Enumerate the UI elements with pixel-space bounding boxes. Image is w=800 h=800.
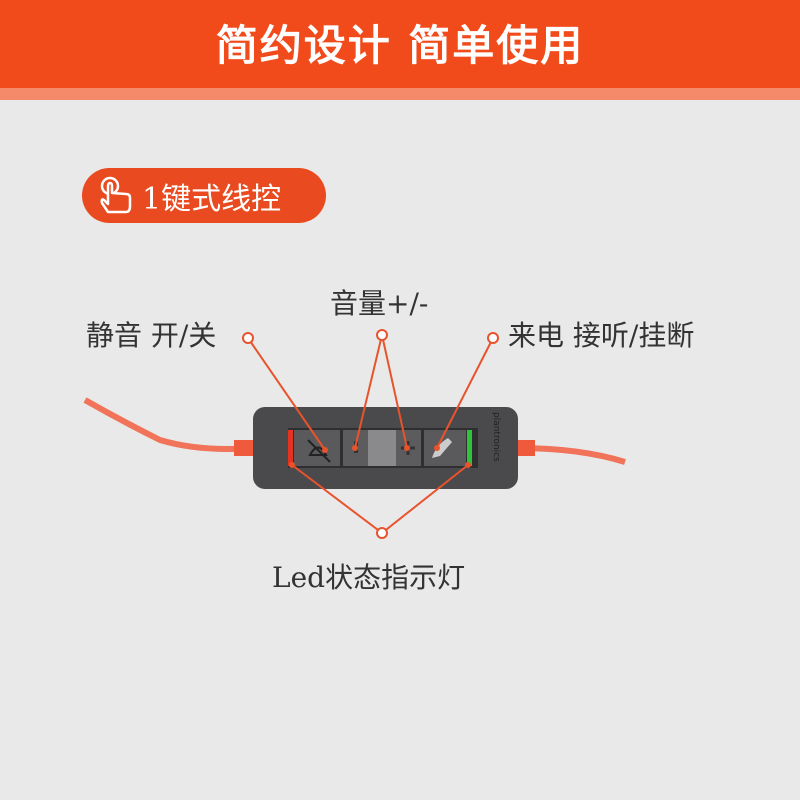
mute-icon xyxy=(307,439,331,463)
header-banner xyxy=(0,0,800,88)
feature-badge-label: 1键式线控 xyxy=(142,181,282,217)
mute-label: 静音 开/关 xyxy=(86,319,217,352)
feature-badge: 1键式线控 xyxy=(82,168,326,223)
header-strip xyxy=(0,88,800,100)
volume-rocker-center xyxy=(368,430,396,466)
phone-icon xyxy=(432,438,452,458)
page-title: 简约设计 简单使用 xyxy=(215,21,585,70)
callout-dots xyxy=(242,329,499,539)
call-label: 来电 接听/挂断 xyxy=(508,319,695,352)
hand-pointer-icon xyxy=(100,176,132,213)
cable-right-sleeve xyxy=(515,440,535,456)
brand-logo: plantronics xyxy=(491,412,501,462)
led-label: Led状态指示灯 xyxy=(272,561,466,594)
led-red xyxy=(288,430,293,466)
volume-label: 音量+/- xyxy=(330,287,429,320)
cable-left-sleeve xyxy=(234,440,256,456)
cable-left xyxy=(83,397,256,452)
led-green xyxy=(467,430,472,466)
callout-endpoints xyxy=(289,445,471,468)
callout-lines xyxy=(247,334,494,534)
